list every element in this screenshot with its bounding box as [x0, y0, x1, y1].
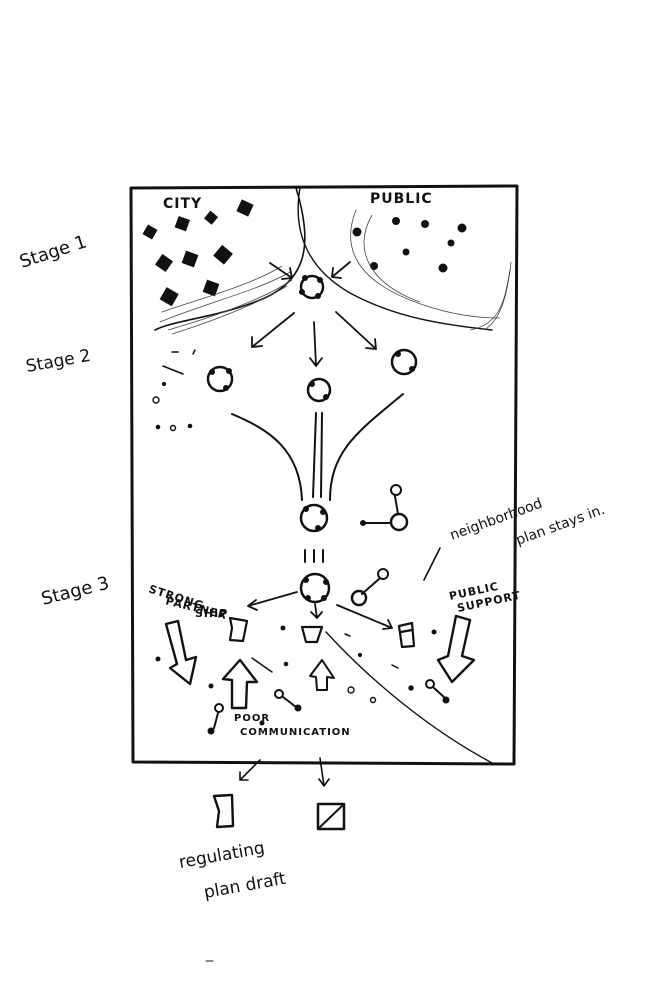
- funnel-lines: [231, 393, 404, 501]
- public-actor-dot: [421, 220, 429, 228]
- city-actor-square: [174, 215, 190, 232]
- arrow-stage2-center: [309, 321, 323, 367]
- city-actor-square: [181, 250, 199, 268]
- city-actor-square: [154, 253, 174, 273]
- stage3-scatter-marks: [155, 625, 437, 726]
- city-actors-group: [142, 199, 254, 307]
- arrow-stage3-center: [310, 603, 323, 619]
- arrow-output-left: [239, 759, 261, 781]
- up-arrow-dark: [221, 658, 259, 710]
- plan-draft-doc: [316, 802, 346, 831]
- stage3-top-cluster: [299, 503, 329, 533]
- plan-doc-left: [228, 616, 249, 643]
- stage2-cluster-center: [306, 377, 332, 403]
- public-support-arrow: [436, 614, 476, 684]
- city-actor-square: [236, 199, 254, 217]
- stage3-molecules: [207, 679, 450, 735]
- public-actor-dot: [402, 248, 410, 256]
- stage1-merged-cluster: [299, 274, 325, 300]
- plan-doc-center: [300, 625, 324, 644]
- arrow-output-right: [318, 757, 330, 787]
- poor-communication-line2: COMMUNICATION: [240, 727, 351, 738]
- city-actor-square: [213, 244, 233, 265]
- public-actor-dot: [352, 227, 362, 237]
- arrow-stage3-left: [247, 591, 298, 611]
- regulating-plan-doc: [212, 793, 235, 829]
- public-support-molecule: [350, 568, 389, 607]
- plan-doc-right: [397, 621, 416, 649]
- city-actor-square: [159, 287, 179, 307]
- neighborhood-plan-molecule: [360, 484, 409, 532]
- up-arrow-light: [309, 659, 335, 691]
- parallel-dashes: [304, 549, 324, 563]
- arrow-stage2-left: [251, 312, 295, 348]
- strong-partnership-line3: SHIP: [195, 607, 228, 620]
- regulating-line2: plan draft: [202, 869, 287, 903]
- city-label: CITY: [163, 196, 202, 212]
- regulating-line1: regulating: [177, 838, 266, 873]
- arrow-stage3-right: [336, 604, 393, 630]
- stage2-cluster-left: [206, 365, 234, 393]
- stage-3-label: Stage 3: [39, 573, 111, 610]
- public-label: PUBLIC: [370, 191, 433, 207]
- stage2-scatter-marks: [152, 349, 196, 432]
- neighborhood-pointer: [423, 547, 441, 581]
- city-actor-square: [142, 224, 158, 240]
- city-actor-square: [204, 210, 219, 225]
- poor-communication-line1: POOR: [234, 713, 270, 724]
- diagonal-line: [325, 631, 495, 765]
- arrow-city-in: [269, 262, 293, 280]
- public-actor-dot: [392, 217, 400, 225]
- arrow-public-in: [331, 261, 351, 279]
- convergence-lines: [154, 187, 512, 335]
- stage2-cluster-right: [390, 348, 418, 376]
- public-actor-dot: [447, 239, 455, 247]
- arrow-stage2-right: [335, 311, 377, 350]
- diagram-frame: [129, 184, 519, 766]
- stage-2-label: Stage 2: [24, 346, 92, 377]
- public-actors-group: [352, 217, 467, 273]
- stage-1-label: Stage 1: [17, 231, 89, 272]
- public-actor-dot: [457, 223, 467, 233]
- stage3-center-cluster: [299, 572, 331, 604]
- city-actor-square: [202, 279, 220, 297]
- public-actor-dot: [438, 263, 448, 273]
- strong-partnership-arrow: [164, 619, 198, 686]
